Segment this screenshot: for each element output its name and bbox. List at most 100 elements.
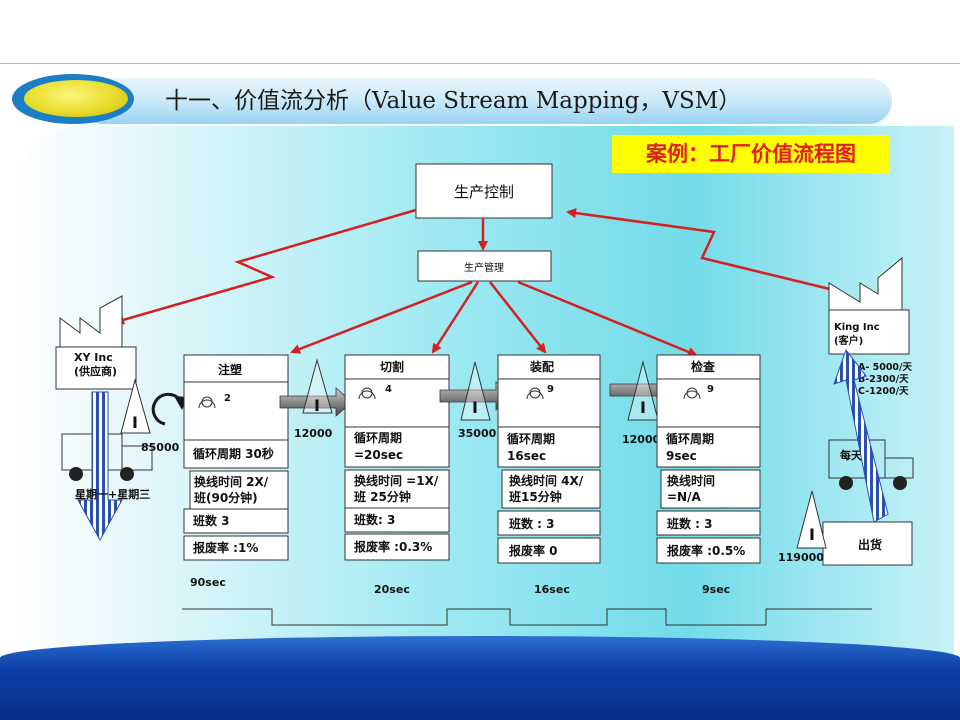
scrap-box [656,537,761,564]
changeover-line2: 班15分钟 [509,489,562,504]
inventory-i-mark: I [314,396,320,415]
shifts-box [183,508,289,534]
shifts: 班数 3 [193,513,230,528]
production-control-label: 生产控制 [454,183,514,201]
inventory-triangle-icon [460,361,491,421]
process-name-box [344,354,450,380]
scrap-box [183,535,289,561]
info-arrow-molding [290,280,473,354]
title-ellipse-highlight [24,80,128,117]
operator-icon [526,390,544,400]
customer-truck-cab [884,457,914,479]
changeover-line2: =N/A [667,490,701,504]
case-label: 案例：工厂价值流程图 [646,142,856,166]
customer-truck-wheel-icon [893,476,907,490]
shifts-box [344,507,450,533]
inventory-label: 12000 [622,433,661,446]
operator-icon [198,399,216,409]
scrap-rate: 报废率 :0.3% [354,539,432,554]
inventory-triangle-icon [120,378,151,434]
info-arrow-inspection [517,280,698,357]
production-control-box [415,163,553,219]
inventory-label: 119000 [778,551,824,564]
production-management-label: 生产管理 [464,261,504,274]
bottom-band [0,636,960,720]
inventory-i-mark: I [809,525,815,544]
cycle-time-line1: 循环周期 [666,431,714,446]
inventory-i-mark: I [640,398,646,417]
cycle-time-line1: 循环周期 [354,430,402,445]
changeover-line2: 班(90分钟) [194,490,258,505]
scrap-box [497,537,601,564]
supplier-electronic-arrow [114,208,417,325]
inventory-label: 12000 [294,427,333,440]
cycle-time-box [344,426,450,468]
supplier-shipment-arrow [77,391,123,542]
inventory-label: 35000 [458,427,497,440]
operator-count: 9 [547,384,554,395]
supplier-factory-icon [59,295,123,348]
customer-demand-a: A- 5000/天 [858,362,913,373]
lead-time-ladder [182,608,872,626]
page-title: 十一、价值流分析（Value Stream Mapping，VSM） [165,88,742,114]
shipping-box [822,521,913,566]
scrap-rate: 报废率 :0.5% [667,543,745,558]
process-body-box [183,381,289,441]
shifts-box [497,510,601,536]
shifts-box [656,510,761,536]
changeover-box [660,469,761,509]
customer-truck-wheel-icon [839,476,853,490]
customer-electronic-arrow [566,208,843,294]
shifts: 班数 : 3 [667,516,713,531]
operator-count: 4 [385,384,392,395]
operator-count: 9 [707,384,714,395]
customer-name: King Inc [834,322,880,333]
cycle-time-box [497,426,601,468]
customer-delivery-label: 每天 [840,448,863,462]
changeover-line1: 换线时间 4X/ [509,473,584,488]
process-name: 装配 [529,359,554,374]
cycle-time: 循环周期 30秒 [193,446,274,461]
process-time-label: 16sec [534,583,570,596]
changeover-line1: 换线时间 [667,473,715,488]
supplier-label: (供应商) [74,364,117,378]
scrap-rate: 报废率 0 [509,543,558,558]
process-name: 检查 [691,359,716,374]
process-time-label: 90sec [190,576,226,589]
cycle-time-box [656,426,761,468]
changeover-line2: 班 25分钟 [354,489,411,504]
changeover-box [344,469,450,509]
inventory-i-mark: I [132,413,138,432]
info-arrow-cutting [431,281,480,354]
inventory-label: 85000 [141,441,180,454]
customer-demand-b: B-2300/天 [858,374,909,385]
inventory-triangle-icon [302,358,333,414]
info-arrow-assembly [489,281,547,354]
supplier-truck-wheel-icon [69,467,83,481]
changeover-line1: 换线时间 =1X/ [354,473,439,488]
customer-shipment-arrow [833,348,889,523]
inventory-i-mark: I [472,398,478,417]
customer-box [828,309,910,355]
changeover-box [501,469,601,509]
shifts: 班数: 3 [354,512,395,527]
changeover-line1: 换线时间 2X/ [194,474,269,489]
cycle-time-line2: =20sec [354,448,403,462]
process-body-box [344,378,450,428]
process-time-label: 9sec [702,583,730,596]
supplier-truck-cab [121,445,153,471]
operator-count: 2 [224,393,231,404]
operator-icon [358,390,376,400]
customer-factory-icon [828,256,903,311]
process-body-box [656,378,761,428]
case-label-box [612,135,890,173]
process-name: 切割 [380,359,404,374]
supplier-box [55,346,137,390]
inventory-triangle-icon [796,490,827,549]
process-name: 注塑 [218,362,242,377]
cycle-time-line2: 16sec [507,449,546,463]
scrap-rate: 报废率 :1% [193,540,258,555]
top-divider [0,63,960,64]
customer-demand-c: C-1200/天 [858,386,909,397]
